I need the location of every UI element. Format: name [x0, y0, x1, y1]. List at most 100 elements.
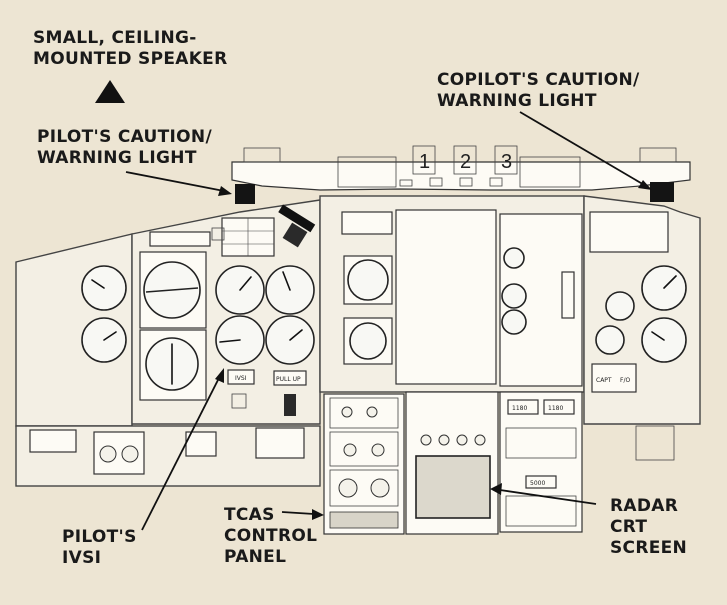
- knob: [343, 443, 357, 457]
- glareshield-small-switches: [399, 177, 503, 187]
- frequency-readout: 1180: [512, 405, 527, 412]
- first-officer-gauge: [605, 291, 635, 321]
- glareshield-digit: 2: [460, 151, 471, 173]
- glareshield-digit: 3: [501, 151, 512, 173]
- glareshield-right-module: [519, 156, 581, 188]
- tcas-controls-strip: [329, 511, 399, 529]
- arrow-head-icon: [638, 180, 652, 190]
- arrow-head-icon: [490, 483, 502, 495]
- callout-line: SMALL, CEILING-: [33, 28, 197, 48]
- ivsi-placard-label: IVSI: [235, 375, 247, 382]
- callout-line: PILOT'S CAUTION/: [37, 127, 212, 147]
- knob: [371, 443, 385, 457]
- knob: [438, 434, 450, 446]
- flap-indicator: [501, 309, 527, 335]
- glareshield-right-placard: [639, 147, 677, 163]
- lower-left-switch-box: [185, 431, 217, 457]
- knob: [99, 445, 117, 463]
- pilot-ivsi-callout: PILOT'S IVSI: [62, 527, 137, 569]
- callout-line: RADAR: [610, 496, 679, 516]
- gauge-needle: [239, 276, 252, 291]
- gauge-needle: [103, 331, 117, 341]
- copilot-caution-warning-light: [650, 182, 674, 202]
- fo-label: F/O: [620, 377, 630, 384]
- gauge-needle: [282, 271, 291, 291]
- pedestal-section: [329, 397, 399, 429]
- glareshield-boxes: [412, 145, 518, 175]
- lower-left-placard: [29, 429, 77, 453]
- leader-line: [281, 511, 315, 515]
- callout-line: CRT: [610, 517, 648, 537]
- radio-section: [505, 427, 577, 459]
- callout-line: PILOT'S: [62, 527, 137, 547]
- speaker-triangle-icon: [95, 80, 125, 103]
- ivsi-needle: [219, 339, 241, 343]
- speaker-callout: SMALL, CEILING- MOUNTED SPEAKER: [33, 28, 228, 70]
- callout-line: WARNING LIGHT: [37, 148, 197, 168]
- knob: [121, 445, 139, 463]
- copilot-light-callout: COPILOT'S CAUTION/ WARNING LIGHT: [437, 70, 639, 112]
- callout-line: PANEL: [224, 547, 287, 567]
- leader-line: [125, 171, 225, 192]
- capt-switch: [284, 394, 296, 416]
- horizon-line: [145, 287, 199, 293]
- knob: [366, 406, 378, 418]
- first-officer-gauge: [595, 325, 625, 355]
- small-placard: [231, 393, 247, 409]
- callout-line: WARNING LIGHT: [437, 91, 597, 111]
- gauge-needle: [663, 275, 677, 289]
- capt-label: CAPT: [596, 377, 612, 384]
- knob: [341, 406, 353, 418]
- lower-left-control-box: [255, 427, 305, 459]
- leader-line: [141, 375, 221, 531]
- gauge-needle: [651, 331, 665, 341]
- transponder-code: 5000: [530, 480, 545, 487]
- callout-line: TCAS: [224, 505, 275, 525]
- frequency-window: [543, 399, 575, 415]
- pilot-light-callout: PILOT'S CAUTION/ WARNING LIGHT: [37, 127, 212, 169]
- callout-line: CONTROL: [224, 526, 318, 546]
- right-side-lower-box: [635, 425, 675, 461]
- pull-up-label: PULL UP: [276, 376, 301, 383]
- landing-gear-indicator: [503, 247, 525, 269]
- engine-gauge-panel: [395, 209, 497, 385]
- pilot-caution-warning-light: [235, 184, 255, 204]
- frequency-window: [507, 399, 539, 415]
- pilot-placard: [211, 227, 225, 241]
- callout-line: MOUNTED SPEAKER: [33, 49, 228, 69]
- arrow-head-icon: [312, 509, 324, 520]
- callout-line: COPILOT'S CAUTION/: [437, 70, 640, 90]
- standby-altimeter: [349, 322, 387, 360]
- center-placard: [341, 211, 393, 235]
- leader-line: [519, 111, 647, 187]
- gauge-needle: [91, 279, 105, 289]
- radar-crt-screen: [415, 455, 491, 519]
- frequency-readout: 1180: [548, 405, 563, 412]
- arrow-head-icon: [218, 186, 232, 196]
- transponder-window: [525, 475, 557, 489]
- leader-line: [499, 489, 597, 505]
- glareshield-left-placard: [243, 147, 281, 163]
- fuel-quantity-bar: [561, 271, 575, 319]
- knob: [370, 478, 390, 498]
- callout-line: SCREEN: [610, 538, 688, 558]
- tcas-callout: TCAS CONTROL PANEL: [224, 505, 317, 568]
- ivsi-placard: [227, 369, 255, 385]
- brake-pressure-gauge: [501, 283, 527, 309]
- instrument-comparator-panel: [149, 231, 211, 247]
- callout-line: IVSI: [62, 548, 102, 568]
- knob: [420, 434, 432, 446]
- pedestal-section: [329, 431, 399, 467]
- pedestal-section: [329, 469, 399, 507]
- pull-up-light: [273, 370, 307, 386]
- tcas-control-panel: [323, 393, 405, 535]
- annunciator-grid: [222, 218, 274, 256]
- gauge-needle: [289, 329, 303, 341]
- first-officer-annunciator: [589, 211, 669, 253]
- radio-panel: [499, 391, 583, 533]
- arrow-head-icon: [215, 368, 224, 383]
- knob: [456, 434, 468, 446]
- first-officer-placard: [591, 363, 637, 393]
